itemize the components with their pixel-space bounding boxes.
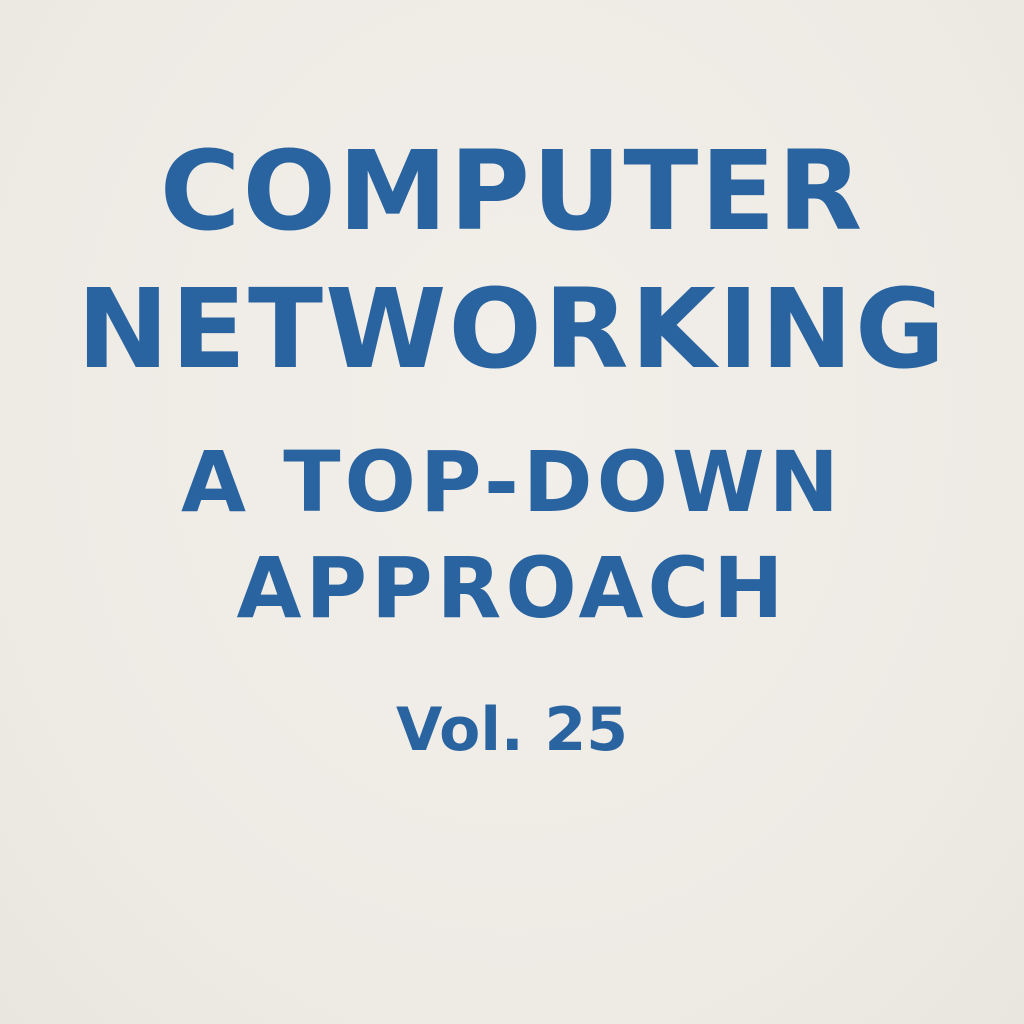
title-line-2: NETWORKING bbox=[76, 265, 948, 393]
volume-label: Vol. 25 bbox=[395, 695, 629, 765]
subtitle-line-1: A TOP-DOWN bbox=[180, 433, 843, 531]
title-line-1: COMPUTER bbox=[159, 127, 865, 255]
subtitle-line-2: APPROACH bbox=[236, 539, 788, 637]
